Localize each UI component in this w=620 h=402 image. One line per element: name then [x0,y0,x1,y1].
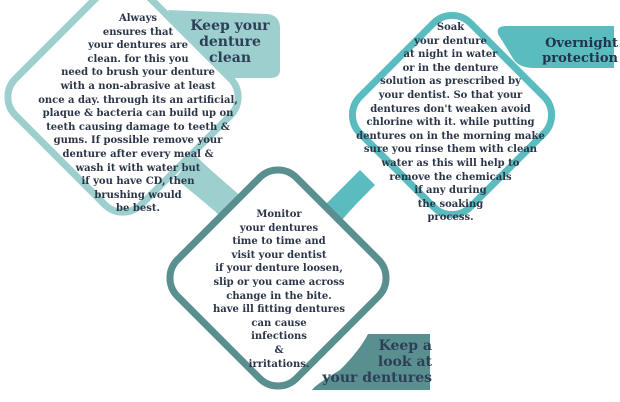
tag-3-shape [312,334,430,390]
card-3-text: Monitor your dentures time to time and v… [212,209,346,370]
tag-keep-look: Keep a look at your dentures [322,338,432,387]
card-1-text: Always ensures that your dentures are cl… [38,13,238,215]
card-3-shape [166,166,390,390]
card-2-shape [348,11,556,219]
tag-overnight-protection: Overnight protection [542,36,618,66]
card-1-shape [4,0,242,216]
tag-2-shape [497,26,614,68]
tag-keep-clean: Keep your denture clean [190,18,270,67]
card-2-text: Soak your denture at night in water or i… [356,22,545,224]
